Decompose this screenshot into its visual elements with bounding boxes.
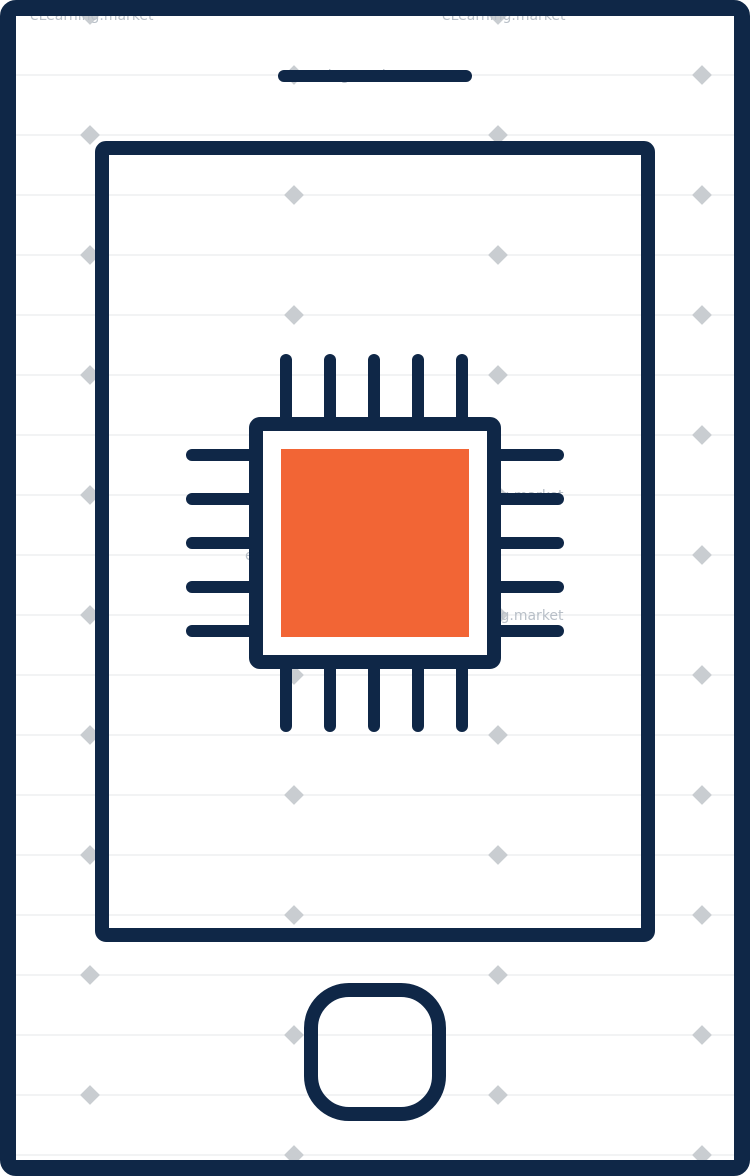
watermark-diamond [488,365,508,385]
watermark-diamond [284,305,304,325]
watermark-diamond [692,305,712,325]
watermark-diamond [692,425,712,445]
watermark-diamond [488,965,508,985]
chip-core [281,449,469,637]
watermark-diamond [80,965,100,985]
watermark-diamond [488,845,508,865]
chip-pins-bottom [280,660,468,732]
watermark-diamond [80,365,100,385]
watermark-diamond [284,905,304,925]
watermark-diamond [692,1145,712,1165]
watermark-diamond [488,245,508,265]
watermark-diamond [80,1085,100,1105]
home-button [304,983,446,1121]
watermark-diamond [80,125,100,145]
watermark-diamond [692,905,712,925]
watermark-diamond [284,785,304,805]
watermark-diamond [692,665,712,685]
chip-pins-top [280,354,468,426]
watermark-diamond [692,545,712,565]
chip-pins-left [186,449,258,637]
processor-chip-icon [186,354,564,732]
chip-pins-right [492,449,564,637]
watermark-diamond [488,725,508,745]
watermark-diamond [692,185,712,205]
watermark-diamond [284,1025,304,1045]
watermark-diamond [488,1085,508,1105]
watermark-diamond [692,785,712,805]
watermark-diamond [284,185,304,205]
watermark-diamond [80,245,100,265]
phone-screen [95,141,655,942]
watermark-diamond [80,485,100,505]
speaker-slot [278,70,472,82]
watermark-diamond [692,1025,712,1045]
watermark-diamond [284,1145,304,1165]
watermark-diamond [488,125,508,145]
watermark-diamond [692,65,712,85]
